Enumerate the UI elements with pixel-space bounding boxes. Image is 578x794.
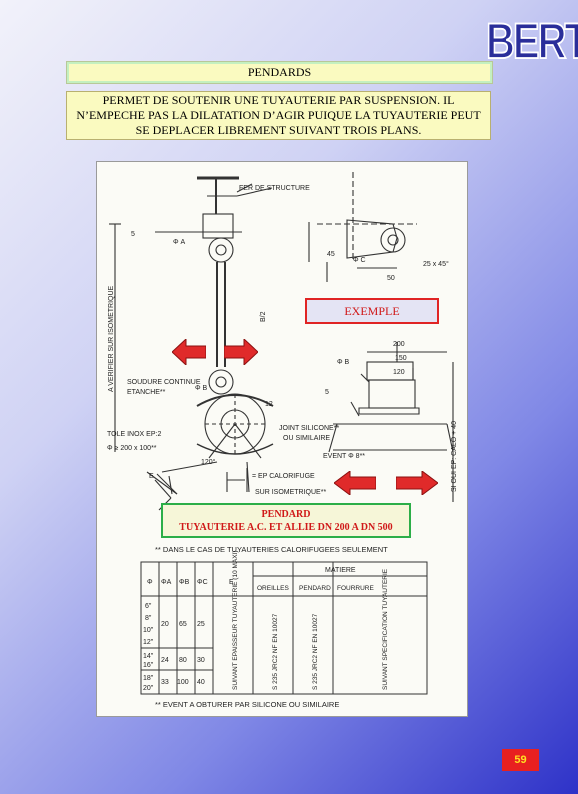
table-header-fourrure: FOURRURE <box>337 585 374 592</box>
label-sealed: ETANCHE** <box>127 389 166 396</box>
description-box: PERMET DE SOUTENIR UNE TUYAUTERIE PAR SU… <box>66 91 491 140</box>
note-bottom: ** EVENT A OBTURER PAR SILICONE OU SIMIL… <box>155 700 339 709</box>
label-dim-25: 25 x 45° <box>423 260 449 268</box>
table-cell-phi: 8" <box>145 615 152 622</box>
table-cell-phi: 10" <box>143 627 154 634</box>
table-fourrure-text: SUIVANT SPECIFICATION TUYAUTERIE <box>382 568 389 690</box>
note-top: ** DANS LE CAS DE TUYAUTERIES CALORIFUGE… <box>155 545 388 554</box>
table-cell-b: 100 <box>177 679 189 686</box>
arrow-left-icon <box>334 471 376 495</box>
table-cell-a: 20 <box>161 621 169 628</box>
arrow-left-icon <box>172 339 206 365</box>
table-cell-c: 40 <box>197 679 205 686</box>
table-header-oreilles: OREILLES <box>257 585 289 592</box>
table-e-text: SUIVANT EPAISSEUR TUYAUTERIE (10 MAXI) <box>232 550 239 690</box>
page-title: PENDARDS <box>66 61 493 84</box>
table-header-phi-b: ΦB <box>179 579 190 586</box>
label-phi-c: Φ C <box>353 257 366 264</box>
label-joint: JOINT SILICONE** <box>279 425 339 432</box>
label-dim-150: 150 <box>395 355 407 362</box>
caption-box: PENDARD TUYAUTERIE A.C. ET ALLIE DN 200 … <box>161 503 411 538</box>
table-cell-phi: 12" <box>143 639 154 646</box>
company-logo: BERTIN F. <box>486 14 578 70</box>
label-similar: OU SIMILAIRE <box>283 435 330 442</box>
drawing-svg: FER DE STRUCTURE Φ A 5 Φ B SOUDURE CONTI… <box>107 172 458 709</box>
example-label: EXEMPLE <box>344 304 400 318</box>
arrow-right-icon <box>396 471 438 495</box>
table-cell-phi: 16" <box>143 662 154 669</box>
table-header-phi-c: ΦC <box>197 579 208 586</box>
table-header-phi-a: ΦA <box>161 579 172 586</box>
label-isometric: SUR ISOMETRIQUE** <box>255 489 326 496</box>
label-dim-45: 45 <box>327 251 335 258</box>
example-label-box: EXEMPLE <box>305 298 439 324</box>
label-b2: B/2 <box>260 311 267 322</box>
table-cell-phi: 14" <box>143 653 154 660</box>
table-cell-a: 24 <box>161 657 169 664</box>
label-dim-200: 200 <box>393 341 405 348</box>
table-cell-c: 25 <box>197 621 205 628</box>
label-dim-120: 120 <box>393 369 405 376</box>
label-weld: SOUDURE CONTINUE <box>127 379 201 386</box>
label-e: E <box>149 473 154 480</box>
label-vent: EVENT Φ 8** <box>323 453 365 460</box>
caption-line1: PENDARD <box>261 509 311 520</box>
label-dim-12: 12 <box>265 401 273 408</box>
label-angle: 120° <box>201 458 216 466</box>
table-header-phi: Φ <box>147 579 153 586</box>
table-cell-c: 30 <box>197 657 205 664</box>
label-structure: FER DE STRUCTURE <box>239 185 310 192</box>
table-cell-phi: 6" <box>145 603 152 610</box>
label-phi-b2: Φ B <box>337 359 350 366</box>
technical-drawing: FER DE STRUCTURE Φ A 5 Φ B SOUDURE CONTI… <box>96 161 468 717</box>
table-cell-phi: 20" <box>143 685 154 692</box>
table-cell-phi: 18" <box>143 675 154 682</box>
table-header-e: E <box>229 579 234 586</box>
description-text: PERMET DE SOUTENIR UNE TUYAUTERIE PAR SU… <box>76 93 481 137</box>
arrow-right-icon <box>224 339 258 365</box>
label-sheet-dim: Φ ≥ 200 x 100** <box>107 445 157 452</box>
table-cell-b: 80 <box>179 657 187 664</box>
label-verify: A VERIFIER SUR ISOMETRIQUE <box>108 285 115 392</box>
table-pendard-text: S 235 JRC2 NF EN 10027 <box>312 613 319 690</box>
label-insulation: = EP CALORIFUGE <box>252 473 315 480</box>
caption-line2: TUYAUTERIE A.C. ET ALLIE DN 200 A DN 500 <box>179 522 393 533</box>
label-dim-5b: 5 <box>325 389 329 396</box>
table-header-pendard: PENDARD <box>299 585 331 592</box>
table-cell-a: 33 <box>161 679 169 686</box>
label-cut-out: SI OUI EP: CALO + 40 <box>451 421 458 492</box>
table-header-matiere: MATIERE <box>325 567 356 574</box>
label-sheet: TOLE INOX EP:2 <box>107 431 161 438</box>
label-dim-50: 50 <box>387 275 395 282</box>
label-dim-5: 5 <box>131 231 135 238</box>
table-oreilles-text: S 235 JRC2 NF EN 10027 <box>272 613 279 690</box>
page-number: 59 <box>502 749 539 771</box>
table-cell-b: 65 <box>179 621 187 628</box>
label-phi-a: Φ A <box>173 239 186 246</box>
label-phi-b: Φ B <box>195 385 208 392</box>
